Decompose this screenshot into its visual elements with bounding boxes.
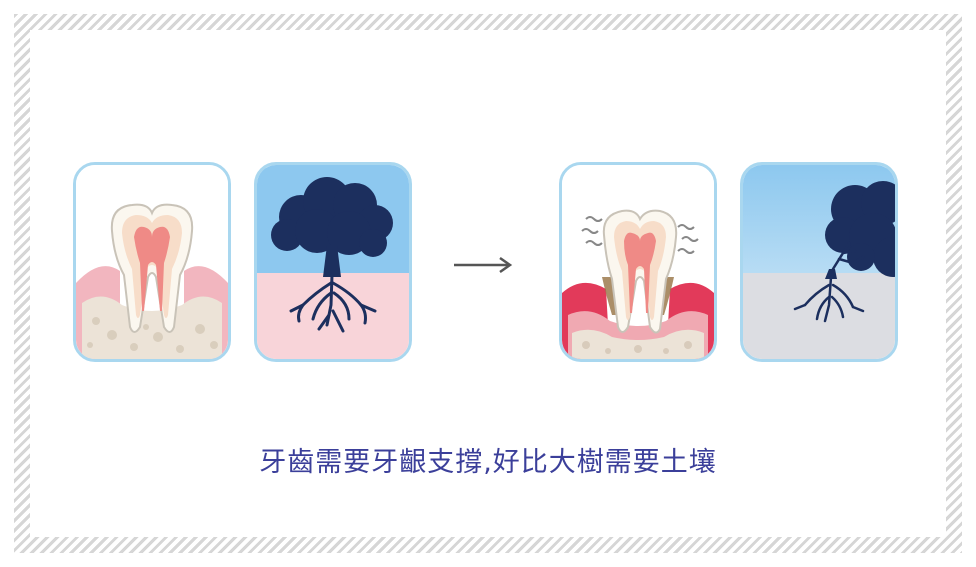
bone	[82, 296, 222, 359]
tree-canopy	[271, 177, 393, 257]
dying-tree-illustration	[743, 165, 895, 359]
tree-trunk	[825, 269, 837, 279]
arrow-right-icon	[454, 256, 513, 274]
tree-trunk	[323, 245, 341, 277]
caption-text: 牙齒需要牙齦支撐,好比大樹需要土壤	[259, 447, 717, 478]
healthy-tooth-illustration	[76, 165, 228, 359]
panel-dying-tree	[740, 162, 898, 362]
tree-roots	[793, 275, 865, 323]
tooth-pulp	[134, 226, 170, 311]
panel-loose-tooth	[559, 162, 717, 362]
shake-lines-icon	[581, 216, 699, 254]
tooth-pulp	[624, 232, 656, 313]
panel-healthy-tooth	[73, 162, 231, 362]
tree-roots	[289, 273, 377, 333]
bone-receded	[572, 329, 704, 359]
healthy-tree-illustration	[257, 165, 409, 359]
loose-tooth-illustration	[562, 165, 714, 359]
panel-healthy-tree	[254, 162, 412, 362]
